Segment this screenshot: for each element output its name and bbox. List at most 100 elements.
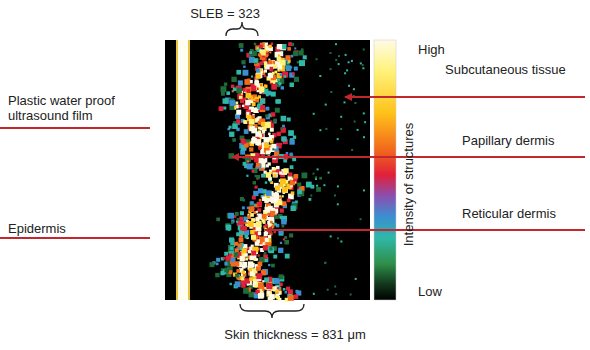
speckle-dot	[319, 129, 321, 131]
speckle-dot	[266, 150, 270, 154]
part-label: Reticular dermis	[462, 206, 587, 221]
speckle-dot	[249, 292, 255, 298]
speckle-dot	[257, 240, 260, 243]
speckle-dot	[221, 268, 224, 271]
speckle-dot	[291, 206, 296, 211]
speckle-dot	[257, 153, 260, 156]
speckle-dot	[275, 99, 279, 103]
speckle-dot	[235, 102, 238, 105]
speckle-dot	[338, 55, 340, 57]
speckle-dot	[236, 110, 241, 115]
speckle-dot	[363, 112, 365, 114]
speckle-dot	[241, 93, 243, 95]
leader-arrow	[265, 229, 585, 231]
speckle-dot	[231, 221, 234, 224]
speckle-dot	[313, 293, 315, 295]
speckle-dot	[276, 166, 280, 170]
speckle-dot	[251, 251, 256, 256]
speckle-dot	[257, 144, 259, 146]
speckle-dot	[335, 59, 337, 61]
speckle-dot	[266, 164, 269, 167]
speckle-dot	[257, 139, 261, 143]
speckle-dot	[246, 87, 252, 93]
speckle-dot	[244, 129, 249, 134]
speckle-dot	[310, 195, 312, 197]
speckle-dot	[280, 178, 286, 184]
speckle-dot	[289, 139, 294, 144]
speckle-dot	[280, 127, 282, 129]
speckle-dot	[277, 132, 281, 136]
speckle-dot	[293, 51, 298, 56]
speckle-dot	[277, 44, 282, 49]
speckle-dot	[235, 212, 239, 216]
speckle-dot	[294, 67, 298, 71]
speckle-dot	[240, 197, 244, 201]
speckle-dot	[237, 94, 243, 100]
speckle-dot	[239, 217, 243, 221]
speckle-dot	[281, 86, 284, 89]
speckle	[210, 42, 367, 302]
speckle-dot	[248, 250, 251, 253]
speckle-dot	[268, 60, 272, 64]
speckle-dot	[247, 160, 249, 162]
speckle-dot	[238, 243, 242, 247]
speckle-dot	[262, 214, 267, 219]
speckle-dot	[274, 193, 279, 198]
speckle-dot	[257, 202, 262, 207]
speckle-dot	[292, 73, 295, 76]
speckle-dot	[235, 281, 241, 287]
speckle-dot	[256, 273, 262, 279]
speckle-dot	[354, 102, 356, 104]
speckle-dot	[255, 186, 258, 189]
speckle-dot	[268, 264, 270, 266]
speckle-dot	[281, 116, 287, 122]
speckle-dot	[316, 187, 321, 192]
speckle-dot	[267, 291, 270, 294]
speckle-dot	[266, 190, 272, 196]
speckle-dot	[284, 236, 287, 239]
speckle-dot	[282, 187, 288, 193]
speckle-dot	[260, 105, 265, 110]
speckle-dot	[273, 255, 277, 259]
speckle-dot	[263, 245, 268, 250]
bracket-bottom	[240, 304, 304, 318]
speckle-dot	[269, 135, 274, 140]
speckle-dot	[240, 49, 243, 52]
speckle-dot	[303, 55, 307, 59]
speckle-dot	[256, 221, 262, 227]
scale-label: Low	[418, 284, 478, 299]
speckle-dot	[294, 47, 296, 49]
speckle-dot	[255, 132, 260, 137]
speckle-dot	[256, 69, 260, 73]
speckle-dot	[270, 221, 273, 224]
speckle-dot	[216, 258, 220, 262]
speckle-dot	[277, 78, 280, 81]
speckle-dot	[241, 277, 244, 280]
speckle-dot	[250, 230, 254, 234]
speckle-dot	[287, 118, 291, 122]
speckle-dot	[250, 124, 252, 126]
speckle-dot	[230, 100, 236, 106]
speckle-dot	[264, 65, 266, 67]
speckle-dot	[260, 84, 262, 86]
speckle-dot	[238, 220, 244, 226]
speckle-dot	[255, 99, 259, 103]
speckle-dot	[259, 62, 263, 66]
ultrasound-image	[165, 40, 370, 300]
speckle-dot	[279, 83, 282, 86]
speckle-dot	[243, 70, 249, 76]
speckle-dot	[288, 295, 294, 301]
speckle-dot	[288, 289, 293, 294]
speckle-dot	[272, 148, 274, 150]
speckle-dot	[260, 43, 265, 48]
speckle-dot	[282, 125, 285, 128]
speckle-dot	[255, 74, 260, 79]
speckle-dot	[286, 55, 291, 60]
speckle-dot	[340, 116, 342, 118]
speckle-dot	[353, 88, 355, 90]
speckle-dot	[327, 289, 329, 291]
speckle-dot	[226, 91, 230, 95]
speckle-dot	[363, 136, 365, 138]
leader-arrow	[345, 96, 585, 98]
speckle-dot	[275, 186, 280, 191]
